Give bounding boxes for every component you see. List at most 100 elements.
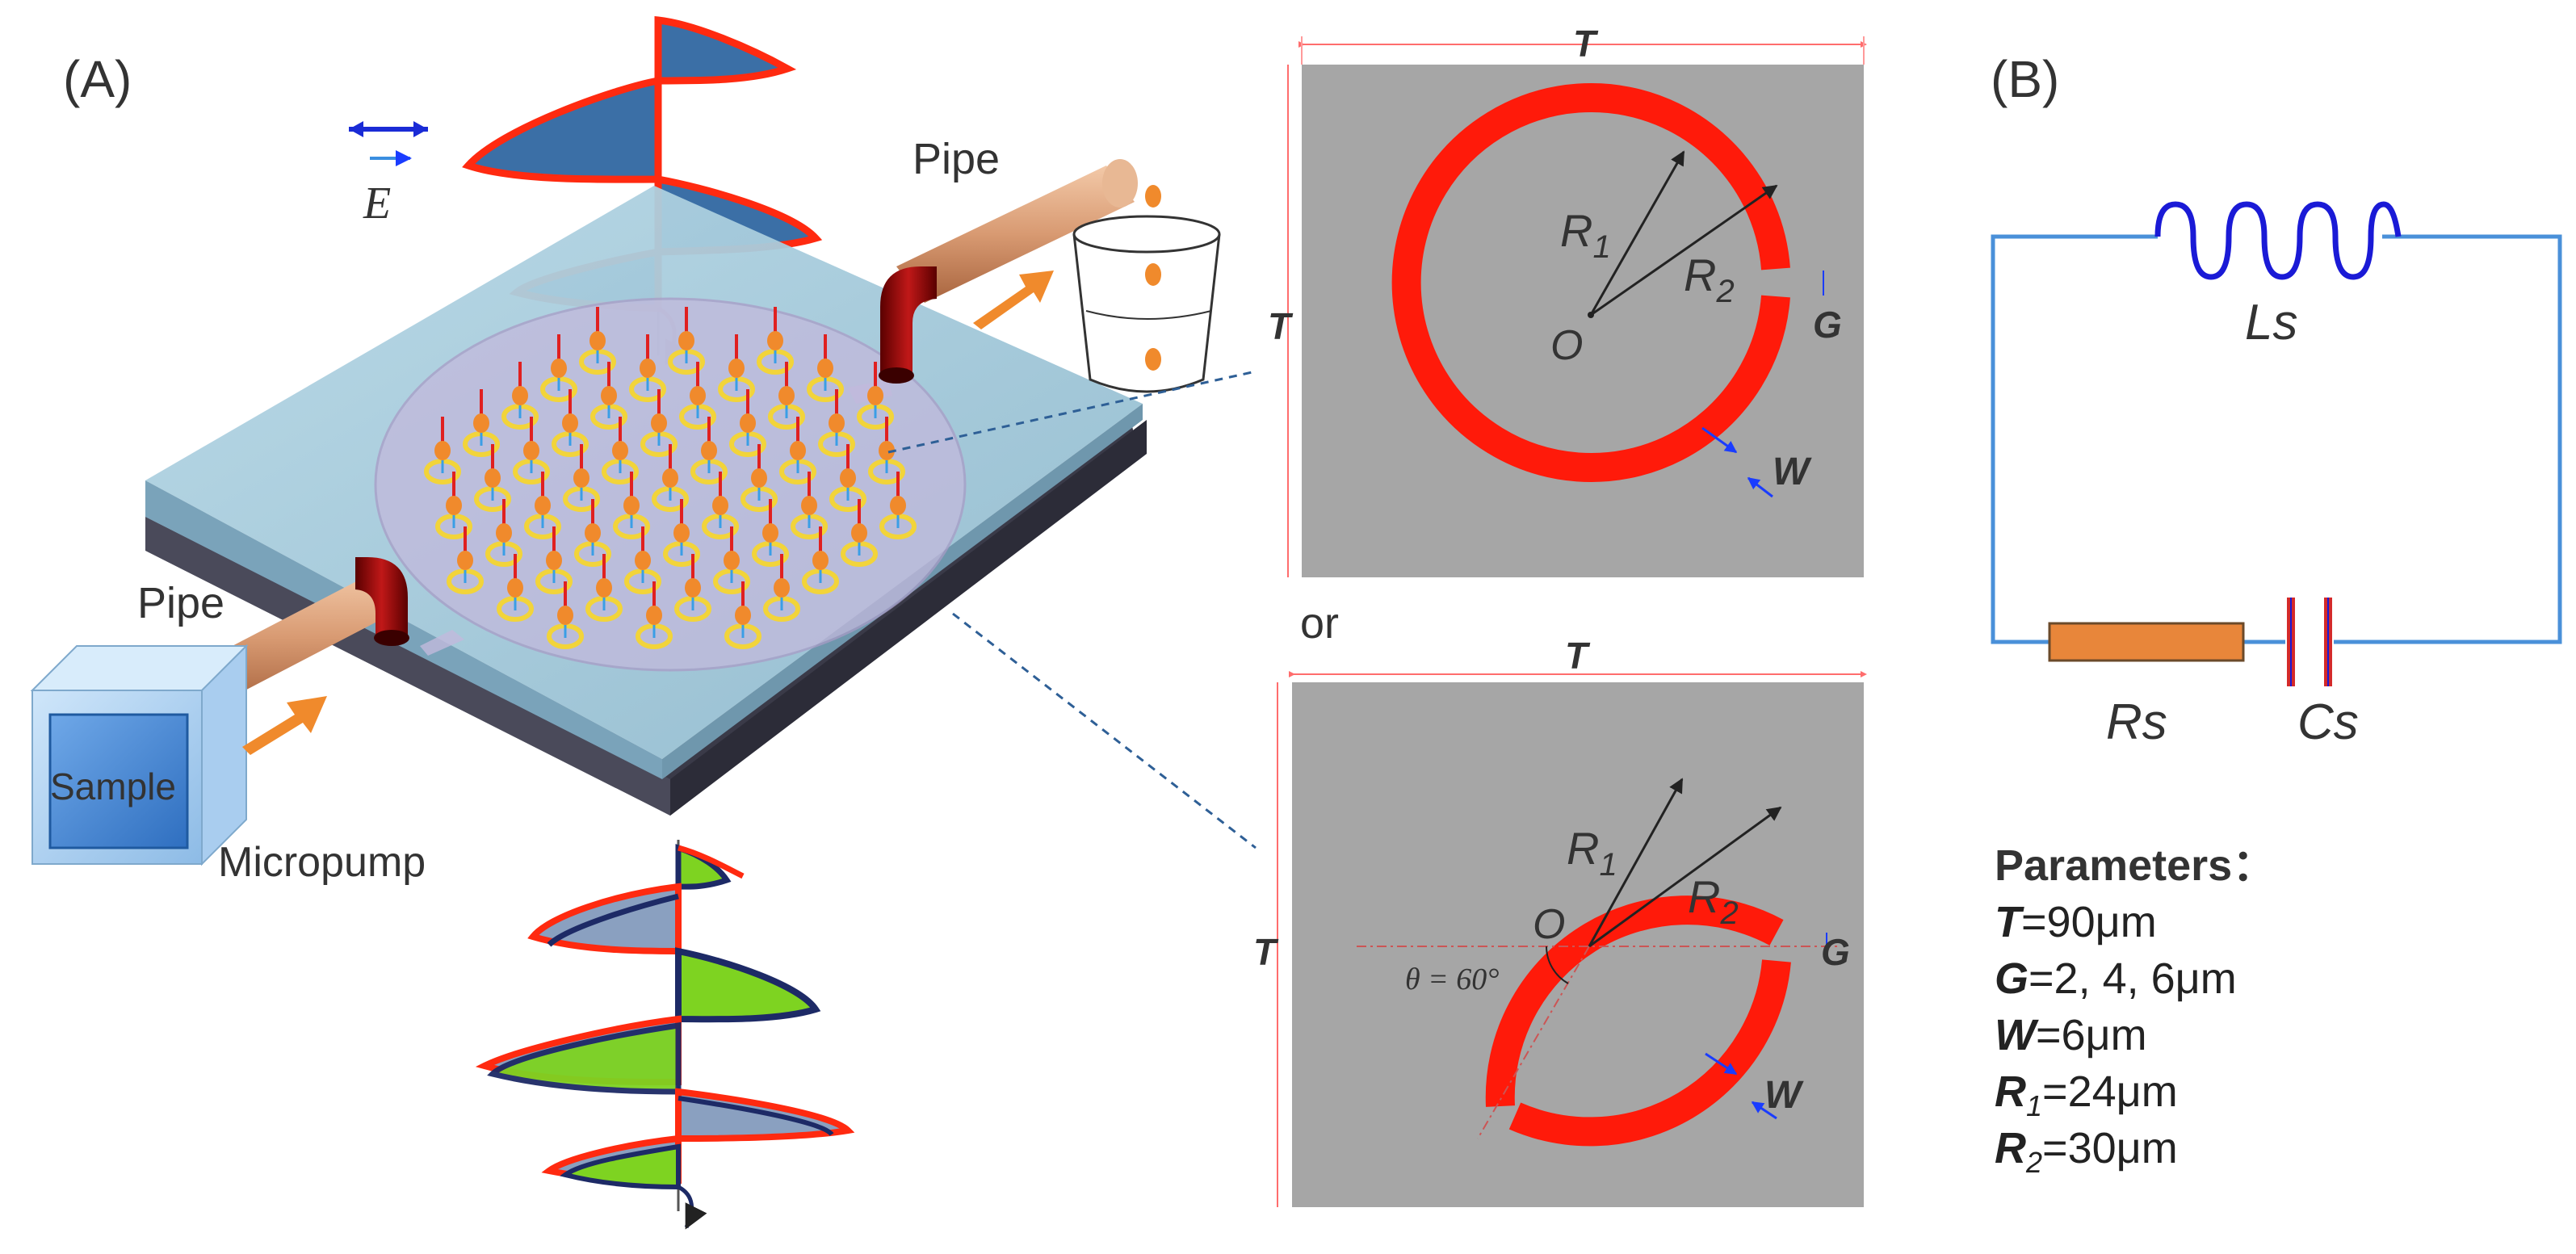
droplet bbox=[879, 441, 895, 460]
flow-arrow-in-icon bbox=[242, 696, 327, 755]
pipe-bottom-label: Pipe bbox=[137, 579, 224, 627]
t-side-label: T bbox=[1268, 305, 1294, 347]
r2-label-2: R2 bbox=[1688, 871, 1739, 931]
or-label: or bbox=[1300, 599, 1339, 648]
droplet bbox=[601, 386, 617, 405]
resistor-label: Rs bbox=[2106, 694, 2167, 750]
droplet bbox=[473, 413, 489, 433]
leader-line bbox=[952, 612, 1257, 849]
t-top-label-2: T bbox=[1565, 635, 1591, 677]
droplet bbox=[485, 468, 501, 488]
droplet bbox=[589, 331, 606, 350]
wire-left bbox=[1991, 234, 2158, 644]
droplet bbox=[712, 496, 728, 515]
inductor-icon bbox=[2154, 201, 2402, 280]
droplet bbox=[535, 496, 551, 515]
droplet bbox=[817, 359, 833, 378]
polarization-indicator: E bbox=[349, 121, 428, 229]
droplet bbox=[496, 523, 512, 543]
droplet bbox=[774, 578, 790, 598]
droplet bbox=[801, 496, 817, 515]
droplet bbox=[640, 359, 656, 378]
droplet bbox=[751, 468, 767, 488]
gap-label: G bbox=[1813, 304, 1842, 346]
droplet bbox=[623, 496, 640, 515]
droplet bbox=[551, 359, 567, 378]
droplet bbox=[457, 551, 473, 570]
inductor-label: Ls bbox=[2245, 295, 2297, 350]
droplet bbox=[685, 578, 701, 598]
droplet bbox=[867, 386, 883, 405]
droplet bbox=[562, 413, 578, 433]
panel-b-label: (B) bbox=[1991, 50, 2059, 108]
droplet bbox=[829, 413, 845, 433]
rlc-circuit: Ls Rs Cs bbox=[1991, 201, 2562, 750]
unit-cell-double-gap: T T R1 R2 O θ = 60° G W bbox=[1253, 635, 1867, 1207]
e-field-label: E bbox=[363, 178, 391, 229]
sample-label: Sample bbox=[50, 765, 176, 807]
droplet bbox=[890, 496, 906, 515]
droplet bbox=[778, 386, 795, 405]
droplet bbox=[596, 578, 612, 598]
flow-arrow-out-icon bbox=[973, 271, 1054, 329]
gap-label-2: G bbox=[1821, 931, 1850, 973]
droplet bbox=[851, 523, 867, 543]
split-ring-resonator bbox=[1391, 83, 1790, 482]
droplet bbox=[767, 331, 783, 350]
capacitor-label: Cs bbox=[2297, 694, 2359, 750]
parameter-line: W=6μm bbox=[1995, 1011, 2147, 1059]
droplet bbox=[762, 523, 778, 543]
micropump-label: Micropump bbox=[218, 839, 426, 886]
micropump: Sample Micropump bbox=[30, 644, 426, 886]
droplet bbox=[728, 359, 745, 378]
angle-label: θ = 60° bbox=[1405, 963, 1500, 996]
droplet bbox=[840, 468, 856, 488]
width-label: W bbox=[1773, 451, 1812, 493]
droplet bbox=[690, 386, 706, 405]
droplet bbox=[507, 578, 523, 598]
width-label-2: W bbox=[1764, 1074, 1804, 1117]
r2-label: R2 bbox=[1684, 250, 1735, 309]
droplet bbox=[546, 551, 562, 570]
transmitted-wave bbox=[475, 840, 855, 1230]
origin-label-2: O bbox=[1533, 901, 1565, 948]
droplet bbox=[735, 606, 751, 625]
split-ring-arc-upper bbox=[1485, 895, 1784, 1107]
droplet bbox=[673, 523, 690, 543]
parameters-title: Parameters： bbox=[1995, 841, 2276, 890]
droplet bbox=[585, 523, 601, 543]
pipe-top-label: Pipe bbox=[913, 135, 1000, 183]
droplet bbox=[523, 441, 539, 460]
droplet bbox=[740, 413, 756, 433]
droplet bbox=[646, 606, 662, 625]
srr-array bbox=[424, 307, 917, 649]
droplet bbox=[790, 441, 806, 460]
droplet bbox=[635, 551, 651, 570]
droplet bbox=[573, 468, 589, 488]
droplet bbox=[812, 551, 829, 570]
panel-a: (A) E bbox=[30, 15, 1339, 1230]
droplet bbox=[724, 551, 740, 570]
parameter-line: G=2, 4, 6μm bbox=[1995, 954, 2237, 1003]
unit-cell-single-gap: T T R1 R2 O G W bbox=[1268, 23, 1867, 577]
droplet bbox=[434, 441, 451, 460]
droplet bbox=[512, 386, 528, 405]
t-side-label-2: T bbox=[1253, 931, 1279, 973]
t-top-label: T bbox=[1573, 23, 1599, 65]
split-ring-arc-lower bbox=[1508, 959, 1791, 1147]
leader-line bbox=[887, 370, 1257, 454]
panel-a-label: (A) bbox=[63, 50, 132, 108]
droplet bbox=[651, 413, 667, 433]
parameter-line: R1=24μm bbox=[1995, 1067, 2178, 1122]
droplet bbox=[678, 331, 694, 350]
droplet bbox=[612, 441, 628, 460]
droplet bbox=[662, 468, 678, 488]
droplet bbox=[446, 496, 462, 515]
droplet bbox=[701, 441, 717, 460]
r1-label: R1 bbox=[1560, 205, 1611, 265]
outlet-pipe: Pipe bbox=[879, 135, 1138, 384]
